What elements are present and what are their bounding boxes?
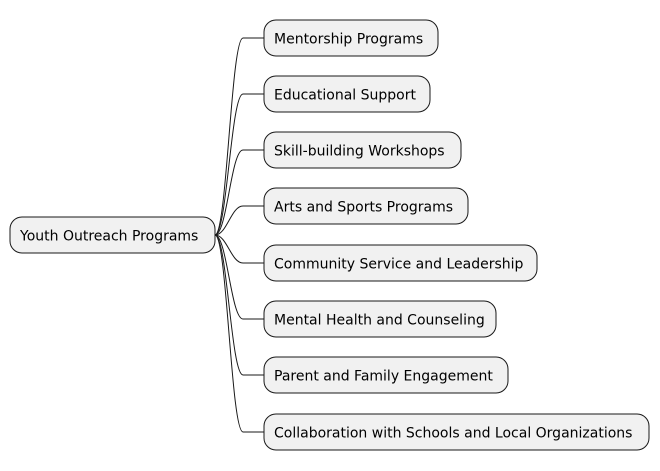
child-node-box	[263, 19, 439, 57]
child-node-label: Educational Support	[274, 88, 416, 104]
connector-line	[214, 234, 264, 376]
child-node-label: Mentorship Programs	[274, 32, 423, 48]
child-node-label: Skill-building Workshops	[274, 144, 445, 160]
child-node-label: Parent and Family Engagement	[274, 369, 493, 385]
root-node: Youth Outreach Programs	[9, 216, 216, 254]
child-node-box	[263, 300, 497, 338]
child-node-skill-building: Skill-building Workshops	[263, 131, 462, 169]
connector-lines	[214, 37, 264, 433]
child-node-box	[263, 75, 431, 113]
child-node-label: Community Service and Leadership	[274, 257, 524, 273]
root-node-box	[9, 216, 216, 254]
child-node-box	[263, 413, 650, 451]
child-node-community-service: Community Service and Leadership	[263, 244, 538, 282]
child-node-mentorship: Mentorship Programs	[263, 19, 439, 57]
connector-line	[214, 37, 264, 236]
connector-line	[214, 149, 264, 236]
child-node-box	[263, 244, 538, 282]
connector-line	[214, 93, 264, 236]
root-node-label: Youth Outreach Programs	[19, 229, 198, 245]
child-node-box	[263, 356, 509, 394]
connector-line	[214, 205, 264, 236]
child-node-label: Arts and Sports Programs	[274, 200, 453, 216]
child-node-parent-family: Parent and Family Engagement	[263, 356, 509, 394]
child-node-arts-sports: Arts and Sports Programs	[263, 187, 469, 225]
child-node-mental-health: Mental Health and Counseling	[263, 300, 497, 338]
child-node-collaboration: Collaboration with Schools and Local Org…	[263, 413, 650, 451]
child-node-box	[263, 131, 462, 169]
child-node-label: Mental Health and Counseling	[274, 313, 485, 329]
connector-line	[214, 234, 264, 264]
child-node-label: Collaboration with Schools and Local Org…	[274, 426, 632, 442]
connector-line	[214, 234, 264, 433]
child-node-box	[263, 187, 469, 225]
connector-line	[214, 234, 264, 320]
child-node-educational-support: Educational Support	[263, 75, 431, 113]
